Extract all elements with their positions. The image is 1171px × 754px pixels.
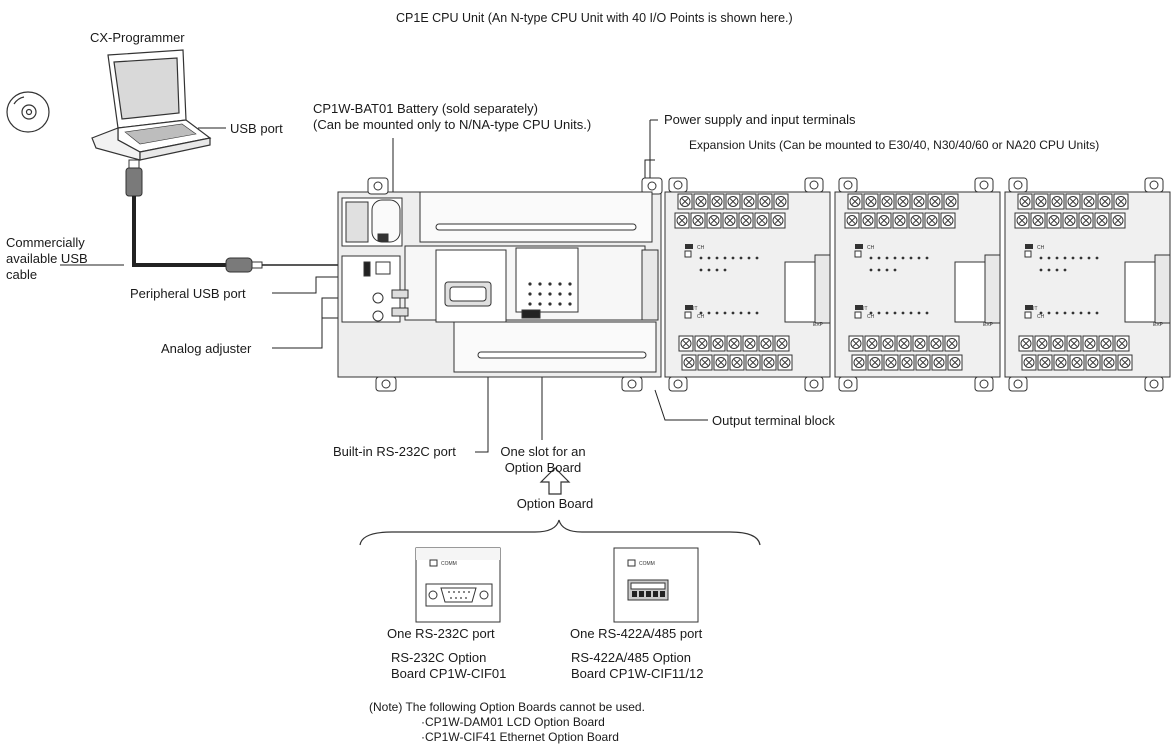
peripheral-usb-port-label: Peripheral USB port [130, 286, 246, 301]
option-slot-line-2: Option Board [504, 460, 582, 475]
battery-line-1: CP1W-BAT01 Battery (sold separately) [313, 101, 538, 116]
battery-line-2: (Can be mounted only to N/NA-type CPU Un… [313, 117, 592, 132]
rs422a485-option-board-image [613, 547, 699, 623]
exp-label: EXP [813, 322, 824, 328]
note-block: (Note) The following Option Boards canno… [369, 700, 645, 745]
diagram-title: CP1E CPU Unit (An N-type CPU Unit with 4… [396, 11, 793, 25]
brace [359, 519, 761, 546]
usb-cable-line-2: available USB [6, 251, 88, 266]
option-slot-line-1: One slot for an [500, 444, 586, 459]
builtin-rs232c-label: Built-in RS-232C port [333, 444, 456, 459]
board2-port-label: One RS-422A/485 port [570, 626, 703, 641]
board2-name-line-2: Board CP1W-CIF11/12 [571, 666, 704, 681]
board2-name-label: RS-422A/485 Option Board CP1W-CIF11/12 [571, 650, 703, 682]
expansion-unit: INCHOUTCHEXP [1004, 177, 1171, 392]
analog-adjuster-label: Analog adjuster [161, 341, 252, 356]
board1-name-line-1: RS-232C Option [391, 650, 487, 665]
board1-name-label: RS-232C Option Board CP1W-CIF01 [391, 650, 506, 682]
exp-label: EXP [983, 322, 994, 328]
cd-rom-icon [6, 91, 50, 133]
option-board-heading: Option Board [516, 496, 594, 511]
expansion-units: INCHOUTCHEXPINCHOUTCHEXPINCHOUTCHEXP [664, 177, 1171, 392]
note-line-2: ·CP1W-DAM01 LCD Option Board [421, 715, 605, 729]
laptop-icon [91, 49, 212, 161]
expansion-units-label: Expansion Units (Can be mounted to E30/4… [689, 138, 1100, 152]
up-arrow-icon [539, 467, 571, 495]
cpu-unit [337, 177, 663, 392]
usb-cable [125, 159, 346, 273]
board1-port-label: One RS-232C port [387, 626, 495, 641]
note-line-1: (Note) The following Option Boards canno… [369, 700, 645, 714]
note-line-3: ·CP1W-CIF41 Ethernet Option Board [421, 730, 619, 744]
output-terminal-label: Output terminal block [712, 413, 835, 428]
board1-name-line-2: Board CP1W-CIF01 [391, 666, 507, 681]
board1-comm-label: COMM [441, 561, 457, 567]
expansion-unit: INCHOUTCHEXP [664, 177, 831, 392]
exp-label: EXP [1153, 322, 1164, 328]
ch-label: CH [1037, 245, 1045, 251]
option-slot-dots [528, 282, 572, 306]
power-supply-label: Power supply and input terminals [664, 112, 856, 127]
ch-label: CH [697, 245, 705, 251]
board2-comm-label: COMM [639, 561, 655, 567]
option-slot-label: One slot for an Option Board [497, 444, 589, 476]
usb-port-label: USB port [230, 121, 283, 136]
ch-label: CH [697, 314, 705, 320]
usb-cable-label: Commercially available USB cable [6, 235, 88, 283]
usb-cable-line-1: Commercially [6, 235, 85, 250]
cx-programmer-label: CX-Programmer [90, 30, 185, 45]
expansion-unit: INCHOUTCHEXP [834, 177, 1001, 392]
ch-label: CH [867, 245, 875, 251]
board2-name-line-1: RS-422A/485 Option [571, 650, 691, 665]
rs232c-option-board-image [415, 547, 501, 623]
usb-cable-line-3: cable [6, 267, 38, 282]
ch-label: CH [1037, 314, 1045, 320]
ch-label: CH [867, 314, 875, 320]
battery-label: CP1W-BAT01 Battery (sold separately) (Ca… [313, 101, 591, 133]
